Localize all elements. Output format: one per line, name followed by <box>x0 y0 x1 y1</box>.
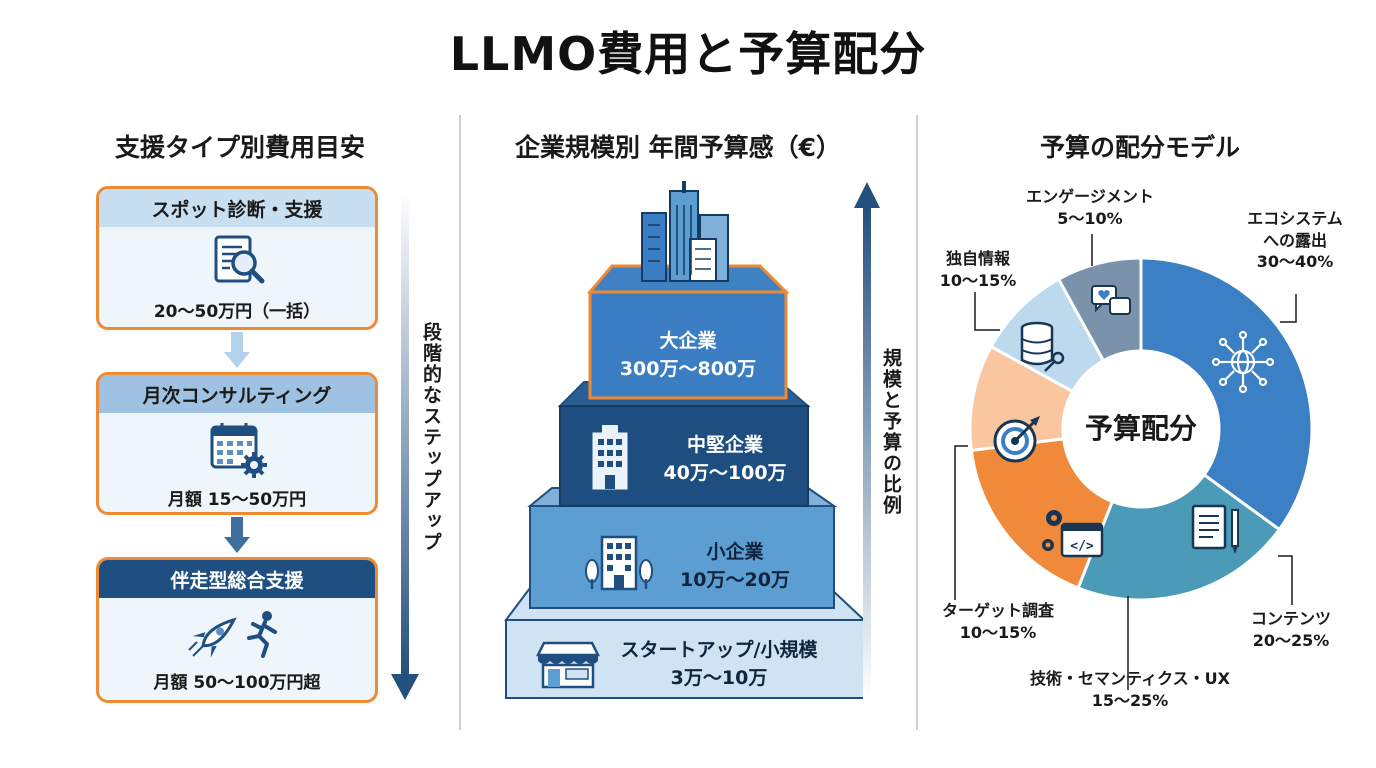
tier-range: 3万〜10万 <box>670 667 768 689</box>
step-card-monthly: 月次コンサルティング 月額 15〜50万円 <box>96 372 378 515</box>
company-size-title: 企業規模別 年間予算感（€） <box>514 133 842 162</box>
tier-startup: スタートアップ/小規模 3万〜10万 <box>604 632 834 698</box>
document-pen-icon <box>1191 504 1239 554</box>
tier-name: 中堅企業 <box>686 434 763 457</box>
donut-center-label: 予算配分 <box>1084 412 1197 445</box>
database-key-icon <box>1020 321 1065 372</box>
skyscrapers-icon <box>641 181 729 282</box>
target-icon <box>993 416 1040 463</box>
tier-range: 300万〜800万 <box>619 358 757 380</box>
tier-large: 大企業 300万〜800万 <box>592 316 784 396</box>
tier-range: 40万〜100万 <box>663 462 787 484</box>
step-up-arrow <box>391 190 419 700</box>
svg-text:</>: </> <box>1070 539 1094 554</box>
step-price: 20〜50万円（一括） <box>153 302 321 322</box>
scale-label: 規模と予算の比例 <box>880 348 902 516</box>
step-card-spot: スポット診断・支援 20〜50万円（一括） <box>96 186 378 330</box>
chat-heart-icon <box>1091 285 1131 315</box>
step-name: 伴走型総合支援 <box>99 560 375 598</box>
step-up-label: 段階的なステップアップ <box>420 322 442 553</box>
office-building-icon <box>592 425 628 490</box>
tier-small: 小企業 10万〜20万 <box>660 532 810 602</box>
step-name: 月次コンサルティング <box>99 375 375 413</box>
donut-segment-5 <box>1056 256 1143 363</box>
step-card-full-support: 伴走型総合支援 月額 50〜100万円超 <box>96 557 378 703</box>
tier-name: 大企業 <box>659 330 717 353</box>
scale-up-arrow <box>854 182 880 700</box>
tier-mid: 中堅企業 40万〜100万 <box>650 425 800 495</box>
rocket-runner-icon <box>99 606 375 662</box>
tier-range: 10万〜20万 <box>680 569 790 591</box>
support-type-title: 支援タイプ別費用目安 <box>114 133 365 162</box>
small-building-icon <box>585 535 653 591</box>
step-name: スポット診断・支援 <box>99 189 375 227</box>
step-price: 月額 50〜100万円超 <box>153 673 321 693</box>
divider-right <box>916 115 918 730</box>
allocation-donut-chart: </> <box>954 234 1314 690</box>
budget-pyramid <box>504 181 867 699</box>
step-arrow-2 <box>224 517 250 553</box>
allocation-title: 予算の配分モデル <box>1039 133 1240 162</box>
step-price: 月額 15〜50万円 <box>167 490 307 510</box>
tier-name: 小企業 <box>706 541 764 564</box>
calendar-gear-icon <box>99 421 375 479</box>
donut-segment-0 <box>1139 256 1314 532</box>
code-gear-icon: </> <box>1042 510 1104 558</box>
step-arrow-1 <box>224 332 250 368</box>
page-title: LLMO費用と予算配分 <box>449 27 927 81</box>
divider-left <box>459 115 461 730</box>
tier-name: スタートアップ/小規模 <box>620 639 818 662</box>
donut-segment-1 <box>1076 472 1282 602</box>
document-search-icon <box>99 235 375 291</box>
network-globe-icon <box>1211 330 1275 394</box>
storefront-icon <box>535 641 601 689</box>
